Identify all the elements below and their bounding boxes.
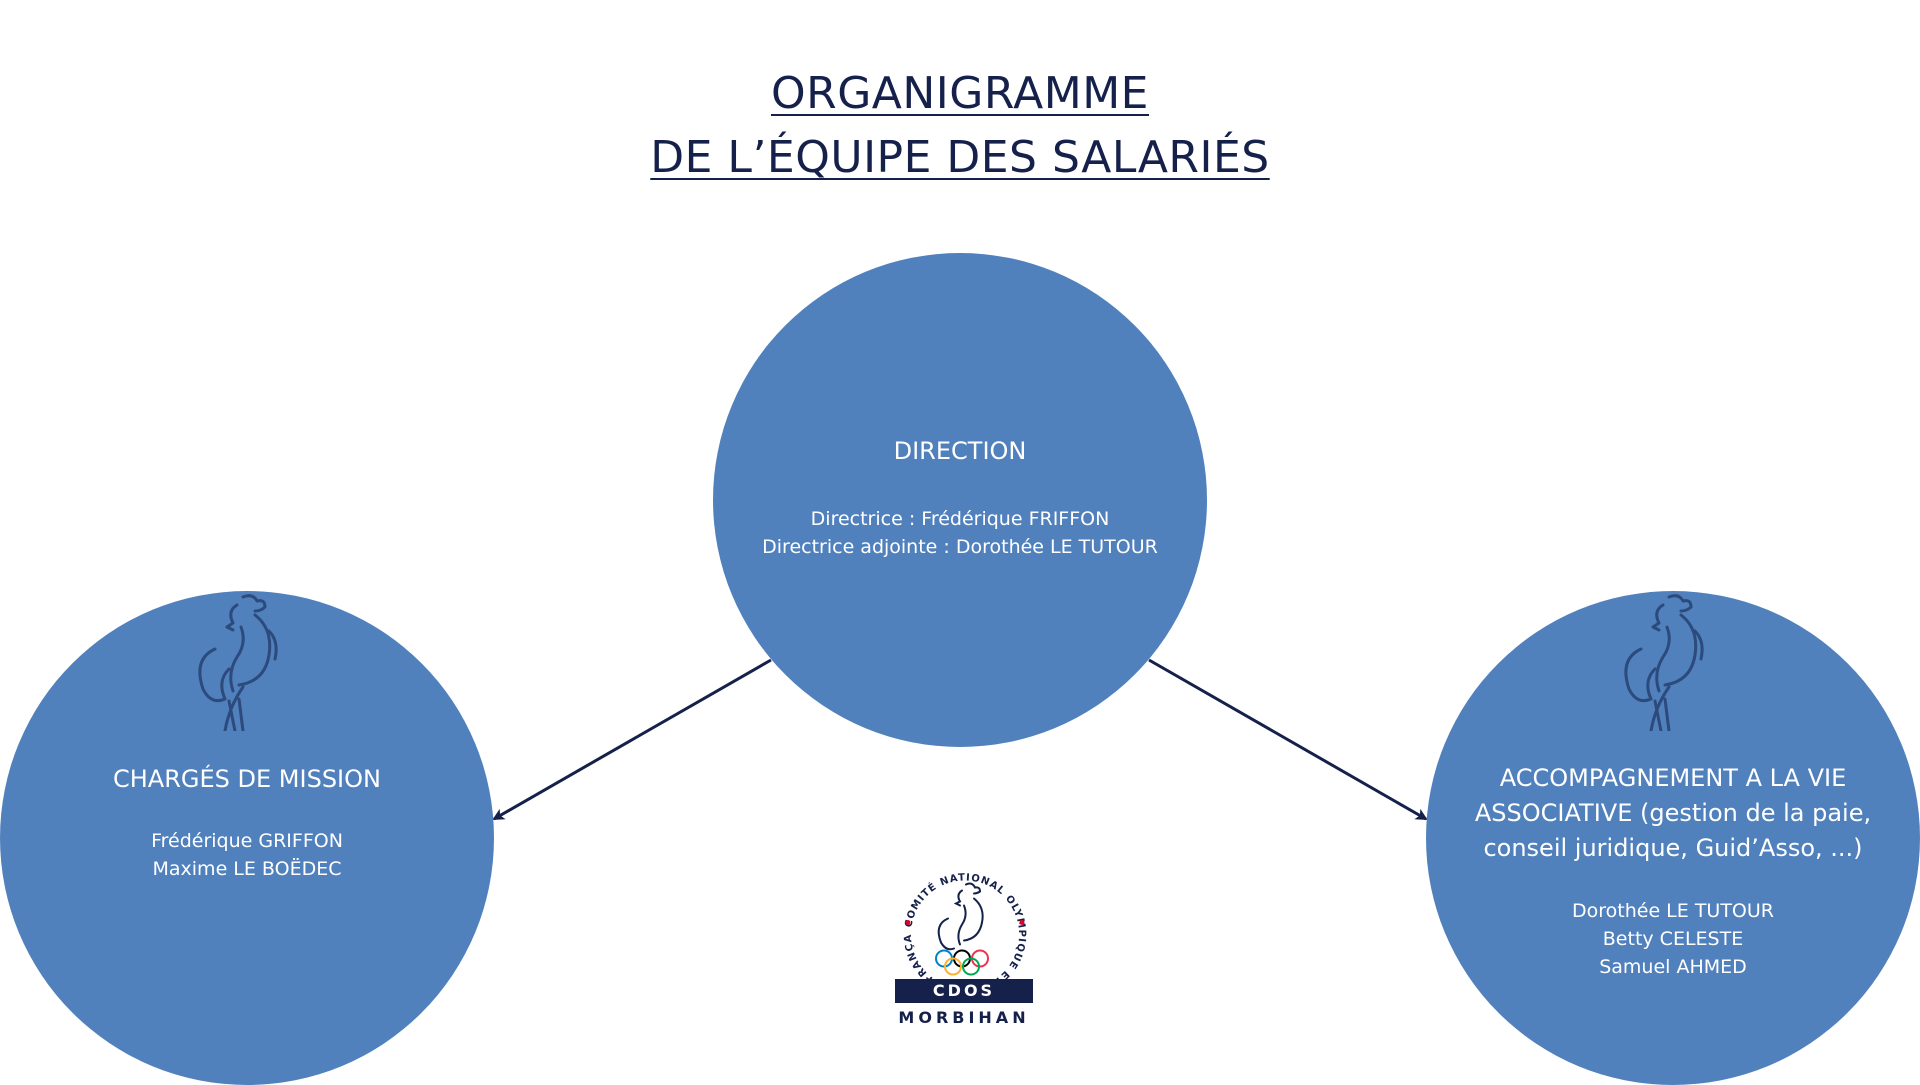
accompagnement-people: Dorothée LE TUTOUR Betty CELESTE Samuel … [1426,897,1920,981]
mission-people: Frédérique GRIFFON Maxime LE BOËDEC [0,827,494,883]
title-line-2: DE L’ÉQUIPE DES SALARIÉS [650,132,1270,183]
mission-node: CHARGÉS DE MISSION Frédérique GRIFFON Ma… [0,591,494,1085]
mission-person: Maxime LE BOËDEC [152,858,342,880]
rooster-icon [937,882,984,951]
mission-heading: CHARGÉS DE MISSION [113,765,381,793]
title-line-1: ORGANIGRAMME [770,68,1149,119]
direction-person: Directrice adjointe : Dorothée LE TUTOUR [762,536,1158,558]
cdos-label: CDOS [895,979,1033,1003]
accompagnement-person: Betty CELESTE [1602,928,1744,950]
arrow-to-mission [492,658,772,821]
arrow-to-accompagnement [1148,658,1428,821]
accompagnement-person: Samuel AHMED [1599,956,1747,978]
direction-people: Directrice : Frédérique FRIFFON Directri… [713,505,1207,561]
direction-person: Directrice : Frédérique FRIFFON [810,508,1110,530]
cnosf-logo: COMITÉ NATIONAL OLYMPIQUE ET SPORTIF FRA… [890,837,1026,997]
olympic-rings-icon [935,949,989,976]
direction-heading: DIRECTION [893,437,1027,465]
accompagnement-person: Dorothée LE TUTOUR [1572,900,1774,922]
mission-person: Frédérique GRIFFON [151,830,343,852]
page-title: ORGANIGRAMME DE L’ÉQUIPE DES SALARIÉS [0,62,1920,190]
rooster-icon [198,594,278,731]
accompagnement-heading-line: ACCOMPAGNEMENT A LA VIE [1499,764,1847,792]
accompagnement-node: ACCOMPAGNEMENT A LA VIE ASSOCIATIVE (ges… [1426,591,1920,1085]
rooster-icon [1624,594,1704,731]
accompagnement-heading-line: ASSOCIATIVE (gestion de la paie, [1474,799,1872,827]
logo-dot [905,920,911,925]
logo-dot [1019,920,1025,925]
direction-node: DIRECTION Directrice : Frédérique FRIFFO… [713,253,1207,747]
accompagnement-heading: ACCOMPAGNEMENT A LA VIE ASSOCIATIVE (ges… [1426,761,1920,866]
accompagnement-heading-line: conseil juridique, Guid’Asso, ...) [1483,834,1863,862]
cdos-sublabel: MORBIHAN [898,1008,1030,1027]
